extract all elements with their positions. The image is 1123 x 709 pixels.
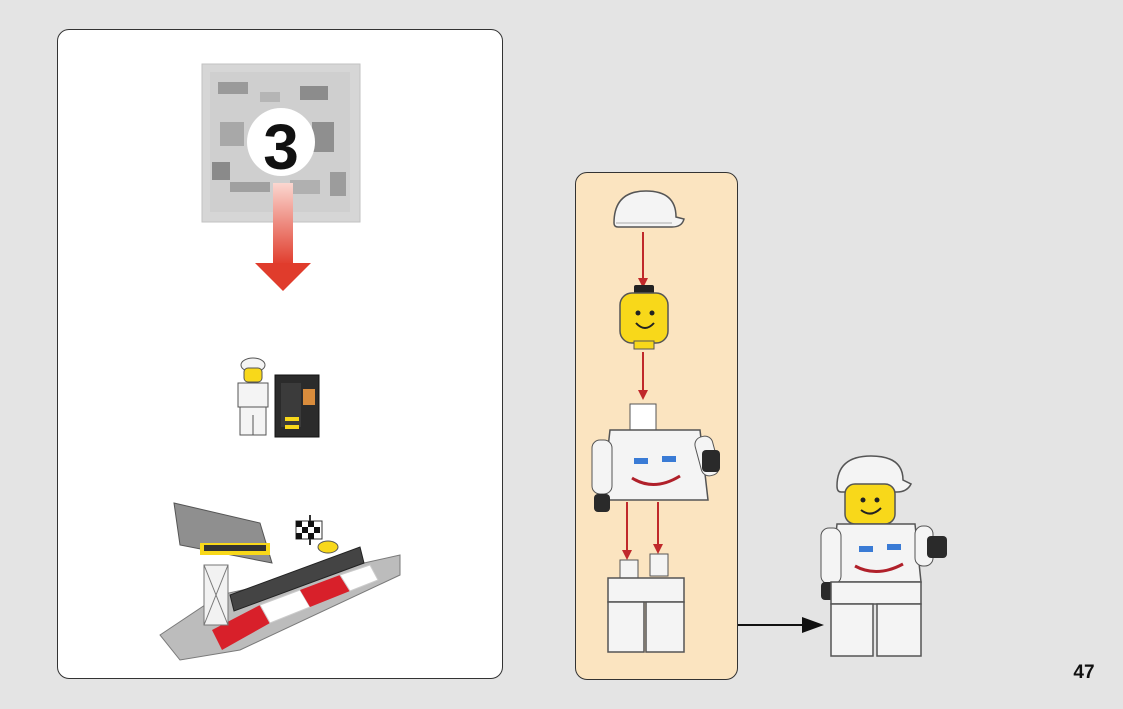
torso-icon	[591, 403, 720, 512]
assembly-arrows	[622, 232, 663, 560]
page-number: 47	[1073, 662, 1095, 683]
bag-number: 3	[263, 111, 299, 183]
down-arrow-icon	[255, 183, 311, 291]
cap-icon	[613, 190, 685, 228]
head-icon	[619, 285, 669, 350]
assembled-minifig	[820, 455, 947, 657]
bag-icon	[201, 63, 361, 223]
legs-icon	[607, 553, 685, 653]
minifig-with-scoreboard	[237, 357, 320, 438]
finish-line-model	[159, 502, 401, 661]
right-arrow-icon	[738, 617, 824, 633]
